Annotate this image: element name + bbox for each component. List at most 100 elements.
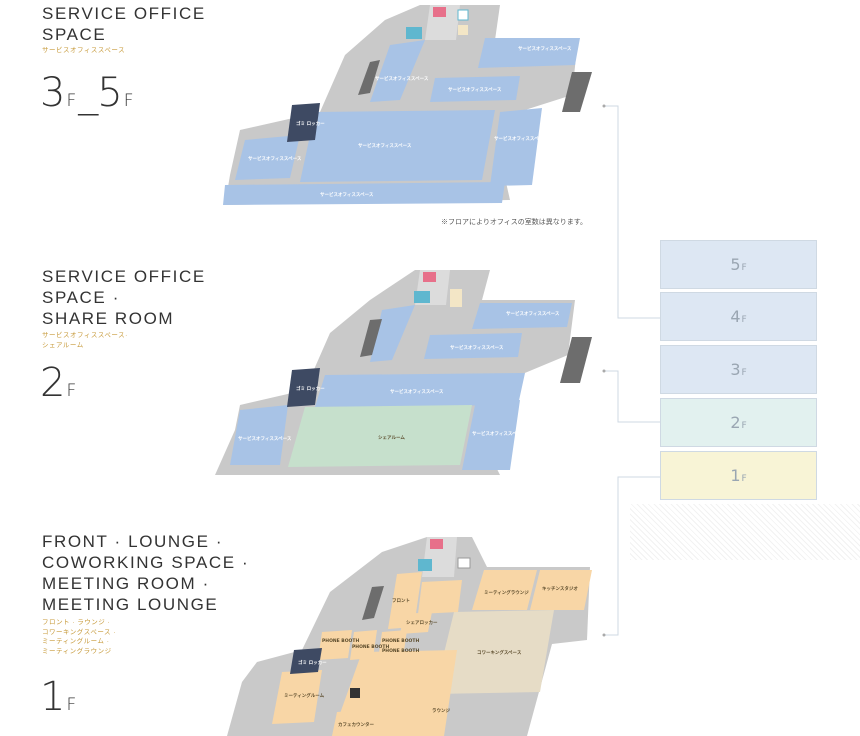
floor-plan-2f: サービスオフィススペース サービスオフィススペース サービスオフィススペース シ… bbox=[215, 270, 592, 475]
restroom-icon bbox=[458, 25, 468, 35]
phone-booth bbox=[378, 630, 407, 660]
subtitle-line: サービスオフィススペース· bbox=[42, 332, 128, 339]
title-line: SPACE bbox=[42, 25, 107, 44]
section-subtitle: フロント · ラウンジ · コワーキングスペース · ミーティングルーム · ミ… bbox=[42, 618, 116, 656]
office-room bbox=[230, 405, 288, 465]
floor-unit: F bbox=[741, 314, 747, 325]
phone-booth bbox=[350, 630, 377, 660]
title-line: SPACE · bbox=[42, 288, 120, 307]
office-room bbox=[235, 135, 300, 180]
floor-num: 3 bbox=[40, 70, 65, 116]
title-line: MEETING ROOM · bbox=[42, 574, 210, 593]
office-room bbox=[223, 182, 505, 205]
floor-num: 2 bbox=[40, 360, 65, 406]
map-label: シェアロッカー bbox=[406, 619, 438, 626]
connector-dot bbox=[602, 369, 606, 373]
floor-plan-1f: ミーティングラウンジ キッチンスタジオ コワーキングスペース ラウンジ フロント… bbox=[227, 537, 592, 736]
stairs-block bbox=[562, 72, 592, 112]
floor-num: 3 bbox=[730, 360, 741, 379]
floor-num: 4 bbox=[730, 307, 741, 326]
map-label: ミーティングルーム bbox=[284, 692, 325, 699]
connector-dot bbox=[602, 104, 606, 108]
meeting-lounge bbox=[472, 570, 537, 610]
floor-num: 2 bbox=[730, 413, 741, 432]
connector-2f bbox=[604, 370, 660, 423]
map-label: サービスオフィススペース bbox=[390, 388, 444, 395]
map-label: フロント bbox=[392, 598, 410, 604]
map-label: ミーティングラウンジ bbox=[484, 589, 529, 596]
office-room bbox=[430, 76, 520, 102]
locker-block bbox=[287, 103, 320, 142]
restroom-icon bbox=[457, 557, 471, 569]
connector-3f-5f bbox=[604, 105, 660, 319]
office-room bbox=[300, 110, 495, 182]
map-label: ゴミ ロッカー bbox=[296, 385, 325, 392]
map-label: サービスオフィススペース bbox=[375, 75, 429, 82]
note-text: ※フロアによりオフィスの室数は異なります。 bbox=[441, 219, 588, 226]
floor-unit: F bbox=[741, 367, 747, 378]
map-label: サービスオフィススペース bbox=[518, 45, 572, 52]
subtitle-line: サービスオフィススペース bbox=[42, 47, 126, 54]
office-room bbox=[424, 333, 522, 359]
map-label: キッチンスタジオ bbox=[542, 585, 578, 592]
map-label: サービスオフィススペース bbox=[238, 435, 292, 442]
floor-num: 1 bbox=[730, 466, 741, 485]
elevator-icon-pink bbox=[433, 7, 446, 17]
floor-plan-3f-5f: サービスオフィススペース サービスオフィススペース サービスオフィススペース サ… bbox=[223, 5, 592, 205]
floor-connector-lines bbox=[602, 104, 660, 637]
map-label: コワーキングスペース bbox=[477, 649, 522, 656]
elevator-icon bbox=[414, 291, 430, 303]
section-title-service-office: SERVICE OFFICE SPACE bbox=[42, 3, 206, 45]
subtitle-line: ミーティングラウンジ bbox=[42, 647, 112, 655]
floor-unit: F bbox=[66, 91, 77, 111]
elevator-icon bbox=[406, 27, 422, 39]
section-subtitle: サービスオフィススペース bbox=[42, 46, 125, 56]
stairs-block bbox=[560, 337, 592, 383]
map-label: PHONE BOOTH bbox=[382, 648, 419, 654]
title-line: SERVICE OFFICE bbox=[42, 267, 206, 286]
floor-num: 5 bbox=[97, 70, 122, 116]
phone-booth bbox=[318, 630, 352, 660]
map-label: ラウンジ bbox=[432, 707, 450, 714]
floor-num: 5 bbox=[730, 255, 741, 274]
front-area bbox=[418, 580, 462, 614]
map-label: サービスオフィススペース bbox=[358, 142, 412, 149]
building-base-shadow bbox=[630, 504, 860, 560]
floor-unit: F bbox=[741, 420, 747, 431]
floor-num: 1 bbox=[40, 674, 65, 720]
connector-dot bbox=[602, 633, 606, 637]
map-label: サービスオフィススペース bbox=[450, 344, 504, 351]
meeting-room bbox=[272, 670, 322, 724]
locker-block bbox=[290, 648, 322, 674]
coworking-space bbox=[434, 610, 554, 694]
stairs-block bbox=[362, 586, 384, 620]
subtitle-line: コワーキングスペース · bbox=[42, 628, 116, 636]
floor-separator: _ bbox=[78, 70, 98, 116]
elevator-icon-pink bbox=[423, 272, 436, 282]
office-room bbox=[315, 373, 525, 407]
elevator-icon bbox=[418, 559, 432, 571]
office-room bbox=[478, 38, 580, 68]
wheelchair-icon bbox=[457, 9, 469, 21]
map-label: サービスオフィススペース bbox=[506, 310, 560, 317]
restroom-icon bbox=[350, 688, 360, 698]
kitchen-studio bbox=[530, 570, 592, 610]
locker bbox=[400, 612, 432, 634]
stairs-block bbox=[360, 319, 382, 357]
map-label: サービスオフィススペース bbox=[248, 155, 302, 162]
title-line: SHARE ROOM bbox=[42, 309, 175, 328]
title-line: MEETING LOUNGE bbox=[42, 595, 219, 614]
title-line: FRONT · LOUNGE · bbox=[42, 532, 224, 551]
floor-unit: F bbox=[741, 473, 747, 484]
subtitle-line: シェアルーム bbox=[42, 341, 84, 349]
map-label: PHONE BOOTH bbox=[382, 638, 419, 644]
floor-unit: F bbox=[123, 91, 134, 111]
